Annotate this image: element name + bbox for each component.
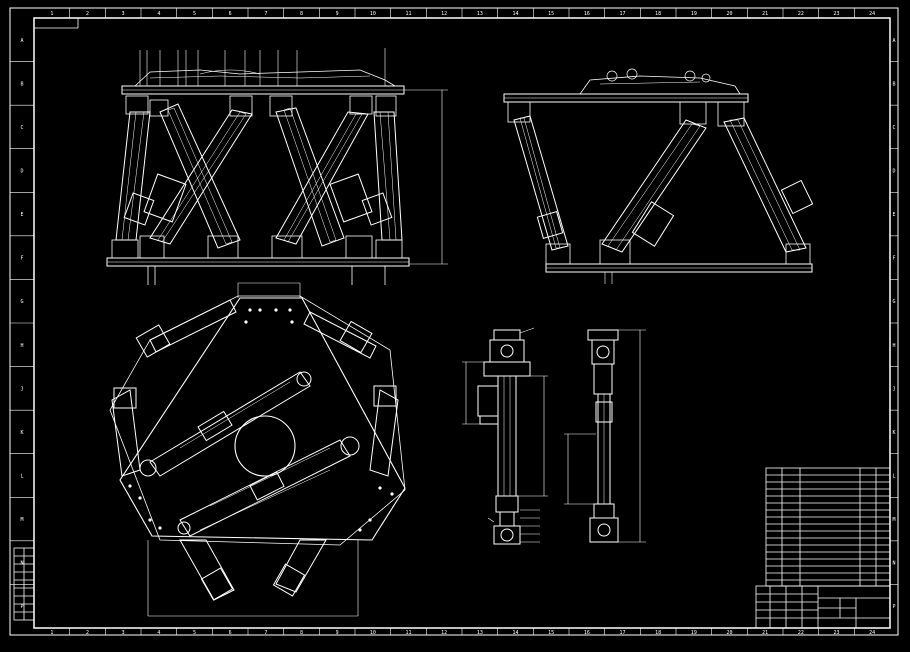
bottom-ruler-label: 13 xyxy=(477,630,483,636)
bottom-ruler-label: 20 xyxy=(726,630,732,636)
top-ruler-label: 10 xyxy=(370,11,376,17)
right-ruler-label: M xyxy=(892,517,895,523)
bottom-ruler-label: 9 xyxy=(336,630,339,636)
top-ruler-label: 5 xyxy=(193,11,196,17)
bottom-ruler-label: 22 xyxy=(798,630,804,636)
bottom-ruler-label: 15 xyxy=(548,630,554,636)
top-ruler-label: 4 xyxy=(157,11,160,17)
right-ruler-label: J xyxy=(892,386,895,392)
bottom-ruler-label: 4 xyxy=(157,630,160,636)
top-ruler-label: 14 xyxy=(512,11,518,17)
bottom-ruler-label: 2 xyxy=(86,630,89,636)
top-ruler-label: 7 xyxy=(264,11,267,17)
actuator-detail-side xyxy=(564,329,646,543)
right-ruler: A B C D E F G H J K L M N P xyxy=(890,38,898,610)
top-ruler-label: 23 xyxy=(833,11,839,17)
bottom-ruler-label: 6 xyxy=(229,630,232,636)
right-ruler-label: N xyxy=(892,561,895,567)
top-ruler-label: 13 xyxy=(477,11,483,17)
top-ruler-label: 15 xyxy=(548,11,554,17)
top-ruler-label: 9 xyxy=(336,11,339,17)
right-ruler-label: K xyxy=(892,430,895,436)
top-ruler-label: 16 xyxy=(584,11,590,17)
left-ruler-label: J xyxy=(20,386,23,392)
bottom-ruler-label: 21 xyxy=(762,630,768,636)
top-ruler-label: 21 xyxy=(762,11,768,17)
right-ruler-label: G xyxy=(892,299,895,305)
top-ruler-label: 11 xyxy=(405,11,411,17)
bottom-ruler-label: 19 xyxy=(691,630,697,636)
top-ruler-label: 3 xyxy=(122,11,125,17)
bottom-ruler-label: 8 xyxy=(300,630,303,636)
left-ruler-label: G xyxy=(20,299,23,305)
bottom-ruler-label: 16 xyxy=(584,630,590,636)
revision-block xyxy=(13,547,35,621)
top-ruler-label: 17 xyxy=(619,11,625,17)
left-ruler-label: E xyxy=(20,212,23,218)
top-view xyxy=(109,282,406,617)
bottom-ruler-label: 3 xyxy=(122,630,125,636)
top-ruler-label: 1 xyxy=(50,11,53,17)
right-ruler-label: C xyxy=(892,125,895,131)
bottom-ruler-label: 1 xyxy=(50,630,53,636)
left-ruler-label: P xyxy=(20,604,23,610)
actuator-detail-front xyxy=(462,327,548,545)
bottom-ruler-label: 18 xyxy=(655,630,661,636)
right-ruler-label: F xyxy=(892,256,895,262)
bottom-ruler-label: 17 xyxy=(619,630,625,636)
left-ruler-label: M xyxy=(20,517,23,523)
right-ruler-label: L xyxy=(892,474,895,480)
left-ruler-label: L xyxy=(20,474,23,480)
title-block xyxy=(755,585,891,629)
top-ruler-label: 2 xyxy=(86,11,89,17)
top-ruler-label: 19 xyxy=(691,11,697,17)
top-ruler-label: 24 xyxy=(869,11,875,17)
right-ruler-label: B xyxy=(892,81,895,87)
bottom-ruler-label: 11 xyxy=(405,630,411,636)
side-view xyxy=(503,68,814,284)
front-view xyxy=(106,48,448,285)
left-ruler-label: A xyxy=(20,38,23,44)
bottom-ruler-label: 5 xyxy=(193,630,196,636)
bottom-ruler-label: 7 xyxy=(264,630,267,636)
top-ruler-label: 20 xyxy=(726,11,732,17)
right-ruler-label: P xyxy=(892,604,895,610)
right-ruler-label: E xyxy=(892,212,895,218)
bottom-ruler-label: 14 xyxy=(512,630,518,636)
left-ruler-label: H xyxy=(20,343,23,349)
top-ruler-label: 22 xyxy=(798,11,804,17)
right-ruler-label: A xyxy=(892,38,895,44)
bottom-ruler-label: 12 xyxy=(441,630,447,636)
bottom-ruler-label: 10 xyxy=(370,630,376,636)
left-ruler-label: B xyxy=(20,81,23,87)
top-ruler-label: 8 xyxy=(300,11,303,17)
top-ruler-label: 12 xyxy=(441,11,447,17)
left-ruler-label: C xyxy=(20,125,23,131)
right-ruler-label: H xyxy=(892,343,895,349)
bottom-ruler-label: 24 xyxy=(869,630,875,636)
top-ruler-label: 18 xyxy=(655,11,661,17)
left-ruler-label: D xyxy=(20,169,23,175)
top-ruler-label: 6 xyxy=(229,11,232,17)
bottom-ruler-label: 23 xyxy=(833,630,839,636)
right-ruler-label: D xyxy=(892,169,895,175)
left-ruler-label: F xyxy=(20,256,23,262)
left-ruler-label: K xyxy=(20,430,23,436)
